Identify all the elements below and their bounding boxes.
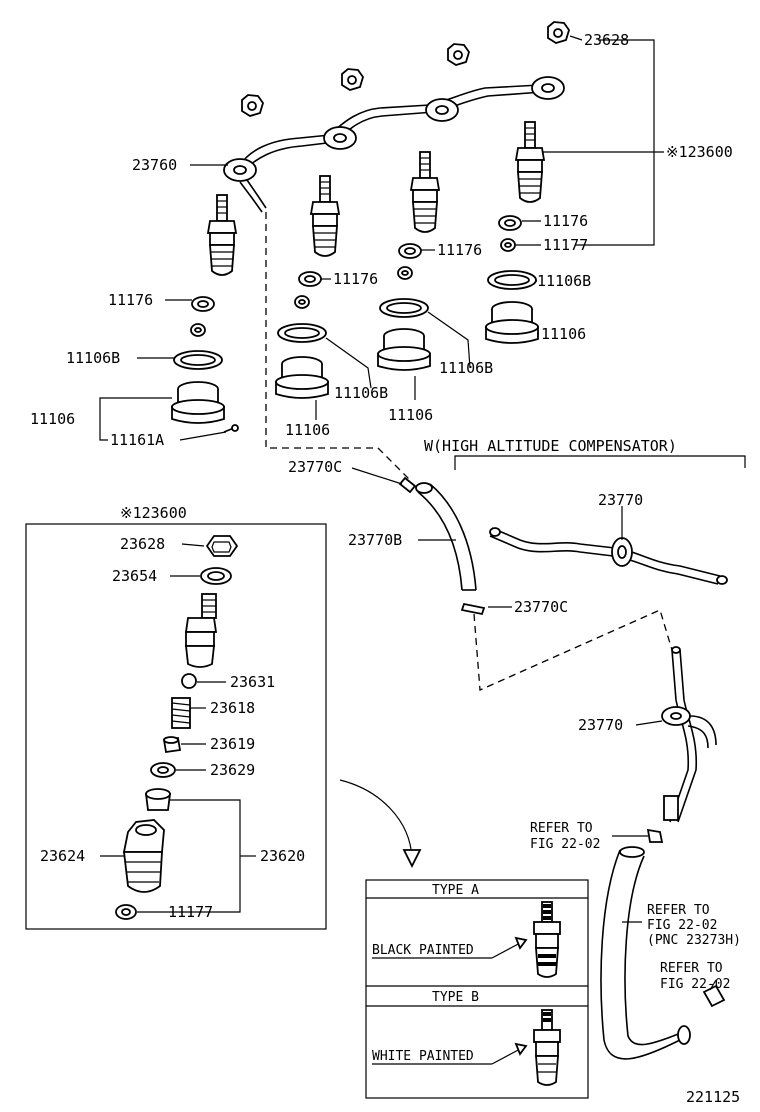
label-23624: 23624 <box>40 847 85 865</box>
nut-icon <box>547 21 570 44</box>
label-11176: 11176 <box>437 241 482 259</box>
injector-icon <box>515 121 545 203</box>
refer-note: REFER TO <box>647 903 710 918</box>
compensator-title: W(HIGH ALTITUDE COMPENSATOR) <box>424 437 677 455</box>
label-11177: 11177 <box>168 903 213 921</box>
reference-notes: REFER TO FIG 22-02 REFER TO FIG 22-02 (P… <box>530 821 741 992</box>
label-11176: 11176 <box>543 212 588 230</box>
seal-icon <box>397 266 413 280</box>
type-table-labels: TYPE A BLACK PAINTED TYPE B WHITE PAINTE… <box>372 883 479 1064</box>
washer-icon <box>191 296 215 312</box>
refer-note: FIG 22-02 <box>647 918 717 933</box>
injector-icon <box>310 175 340 257</box>
leakage-pipe <box>223 76 565 213</box>
refer-note: REFER TO <box>530 821 593 836</box>
label-23770b: 23770B <box>348 531 402 549</box>
label-11176: 11176 <box>333 270 378 288</box>
nut-icon <box>447 43 470 66</box>
refer-note: REFER TO <box>660 961 723 976</box>
gasket-ring-icon <box>277 323 327 343</box>
label-23629: 23629 <box>210 761 255 779</box>
label-11176: 11176 <box>108 291 153 309</box>
detail-box-title: ※123600 <box>120 504 187 522</box>
gasket-ring-icon <box>379 298 429 318</box>
label-23770: 23770 <box>598 491 643 509</box>
label-11106b: 11106B <box>537 272 591 290</box>
label-11106: 11106 <box>30 410 75 428</box>
washer-icon <box>298 271 322 287</box>
compensator-pipe-lower <box>612 646 717 843</box>
washer-icon <box>498 215 522 231</box>
label-23628: 23628 <box>120 535 165 553</box>
nozzle-seat-icon <box>275 356 329 399</box>
label-11106b: 11106B <box>334 384 388 402</box>
gasket-ring-icon <box>173 350 223 370</box>
pin-icon <box>223 424 239 433</box>
seal-icon <box>190 323 206 337</box>
label-23619: 23619 <box>210 735 255 753</box>
label-23770c: 23770C <box>288 458 342 476</box>
label-23620: 23620 <box>260 847 305 865</box>
label-123600: ※123600 <box>666 143 733 161</box>
leader-lines <box>99 35 664 441</box>
label-23760: 23760 <box>132 156 177 174</box>
washer-icon <box>398 243 422 259</box>
hose-23770b <box>351 467 512 616</box>
nozzle-seat-icon <box>171 381 225 424</box>
label-23631: 23631 <box>230 673 275 691</box>
label-23770c: 23770C <box>514 598 568 616</box>
injector-icon <box>410 151 440 233</box>
refer-note: (PNC 23273H) <box>647 933 741 948</box>
nut-icon <box>241 94 264 117</box>
label-23628: 23628 <box>584 31 629 49</box>
detail-box <box>25 523 327 930</box>
compensator-bracket <box>454 455 746 470</box>
long-hose <box>600 846 726 1060</box>
label-11106b: 11106B <box>66 349 120 367</box>
label-11177: 11177 <box>543 236 588 254</box>
label-11106: 11106 <box>541 325 586 343</box>
type-a-note: BLACK PAINTED <box>372 943 474 958</box>
label-23654: 23654 <box>112 567 157 585</box>
injector-icon <box>207 194 237 276</box>
part-labels: 23628 ※123600 23760 11176 11177 11176 11… <box>30 31 733 734</box>
figure-number: 221125 <box>686 1088 740 1106</box>
label-23770: 23770 <box>578 716 623 734</box>
curved-arrow <box>339 779 422 869</box>
label-11161a: 11161A <box>110 431 164 449</box>
injector-type-b-icon <box>533 1009 561 1086</box>
compensator-pipe-upper <box>489 506 728 585</box>
label-11106: 11106 <box>285 421 330 439</box>
label-23618: 23618 <box>210 699 255 717</box>
type-table <box>365 879 589 1099</box>
label-11106b: 11106B <box>439 359 493 377</box>
type-b-label: TYPE B <box>432 990 479 1005</box>
seal-icon <box>294 295 310 309</box>
label-11106: 11106 <box>388 406 433 424</box>
type-a-label: TYPE A <box>432 883 479 898</box>
detail-box-labels: ※123600 23628 23654 23631 23618 23619 23… <box>40 504 305 921</box>
type-b-note: WHITE PAINTED <box>372 1049 474 1064</box>
seal-icon <box>500 238 516 252</box>
nut-icon <box>341 68 364 91</box>
refer-note: FIG 22-02 <box>530 837 600 852</box>
nozzle-seat-icon <box>485 301 539 344</box>
refer-note: FIG 22-02 <box>660 977 730 992</box>
nozzle-seat-icon <box>377 328 431 371</box>
injector-type-a-icon <box>533 901 561 978</box>
gasket-ring-icon <box>487 270 537 290</box>
